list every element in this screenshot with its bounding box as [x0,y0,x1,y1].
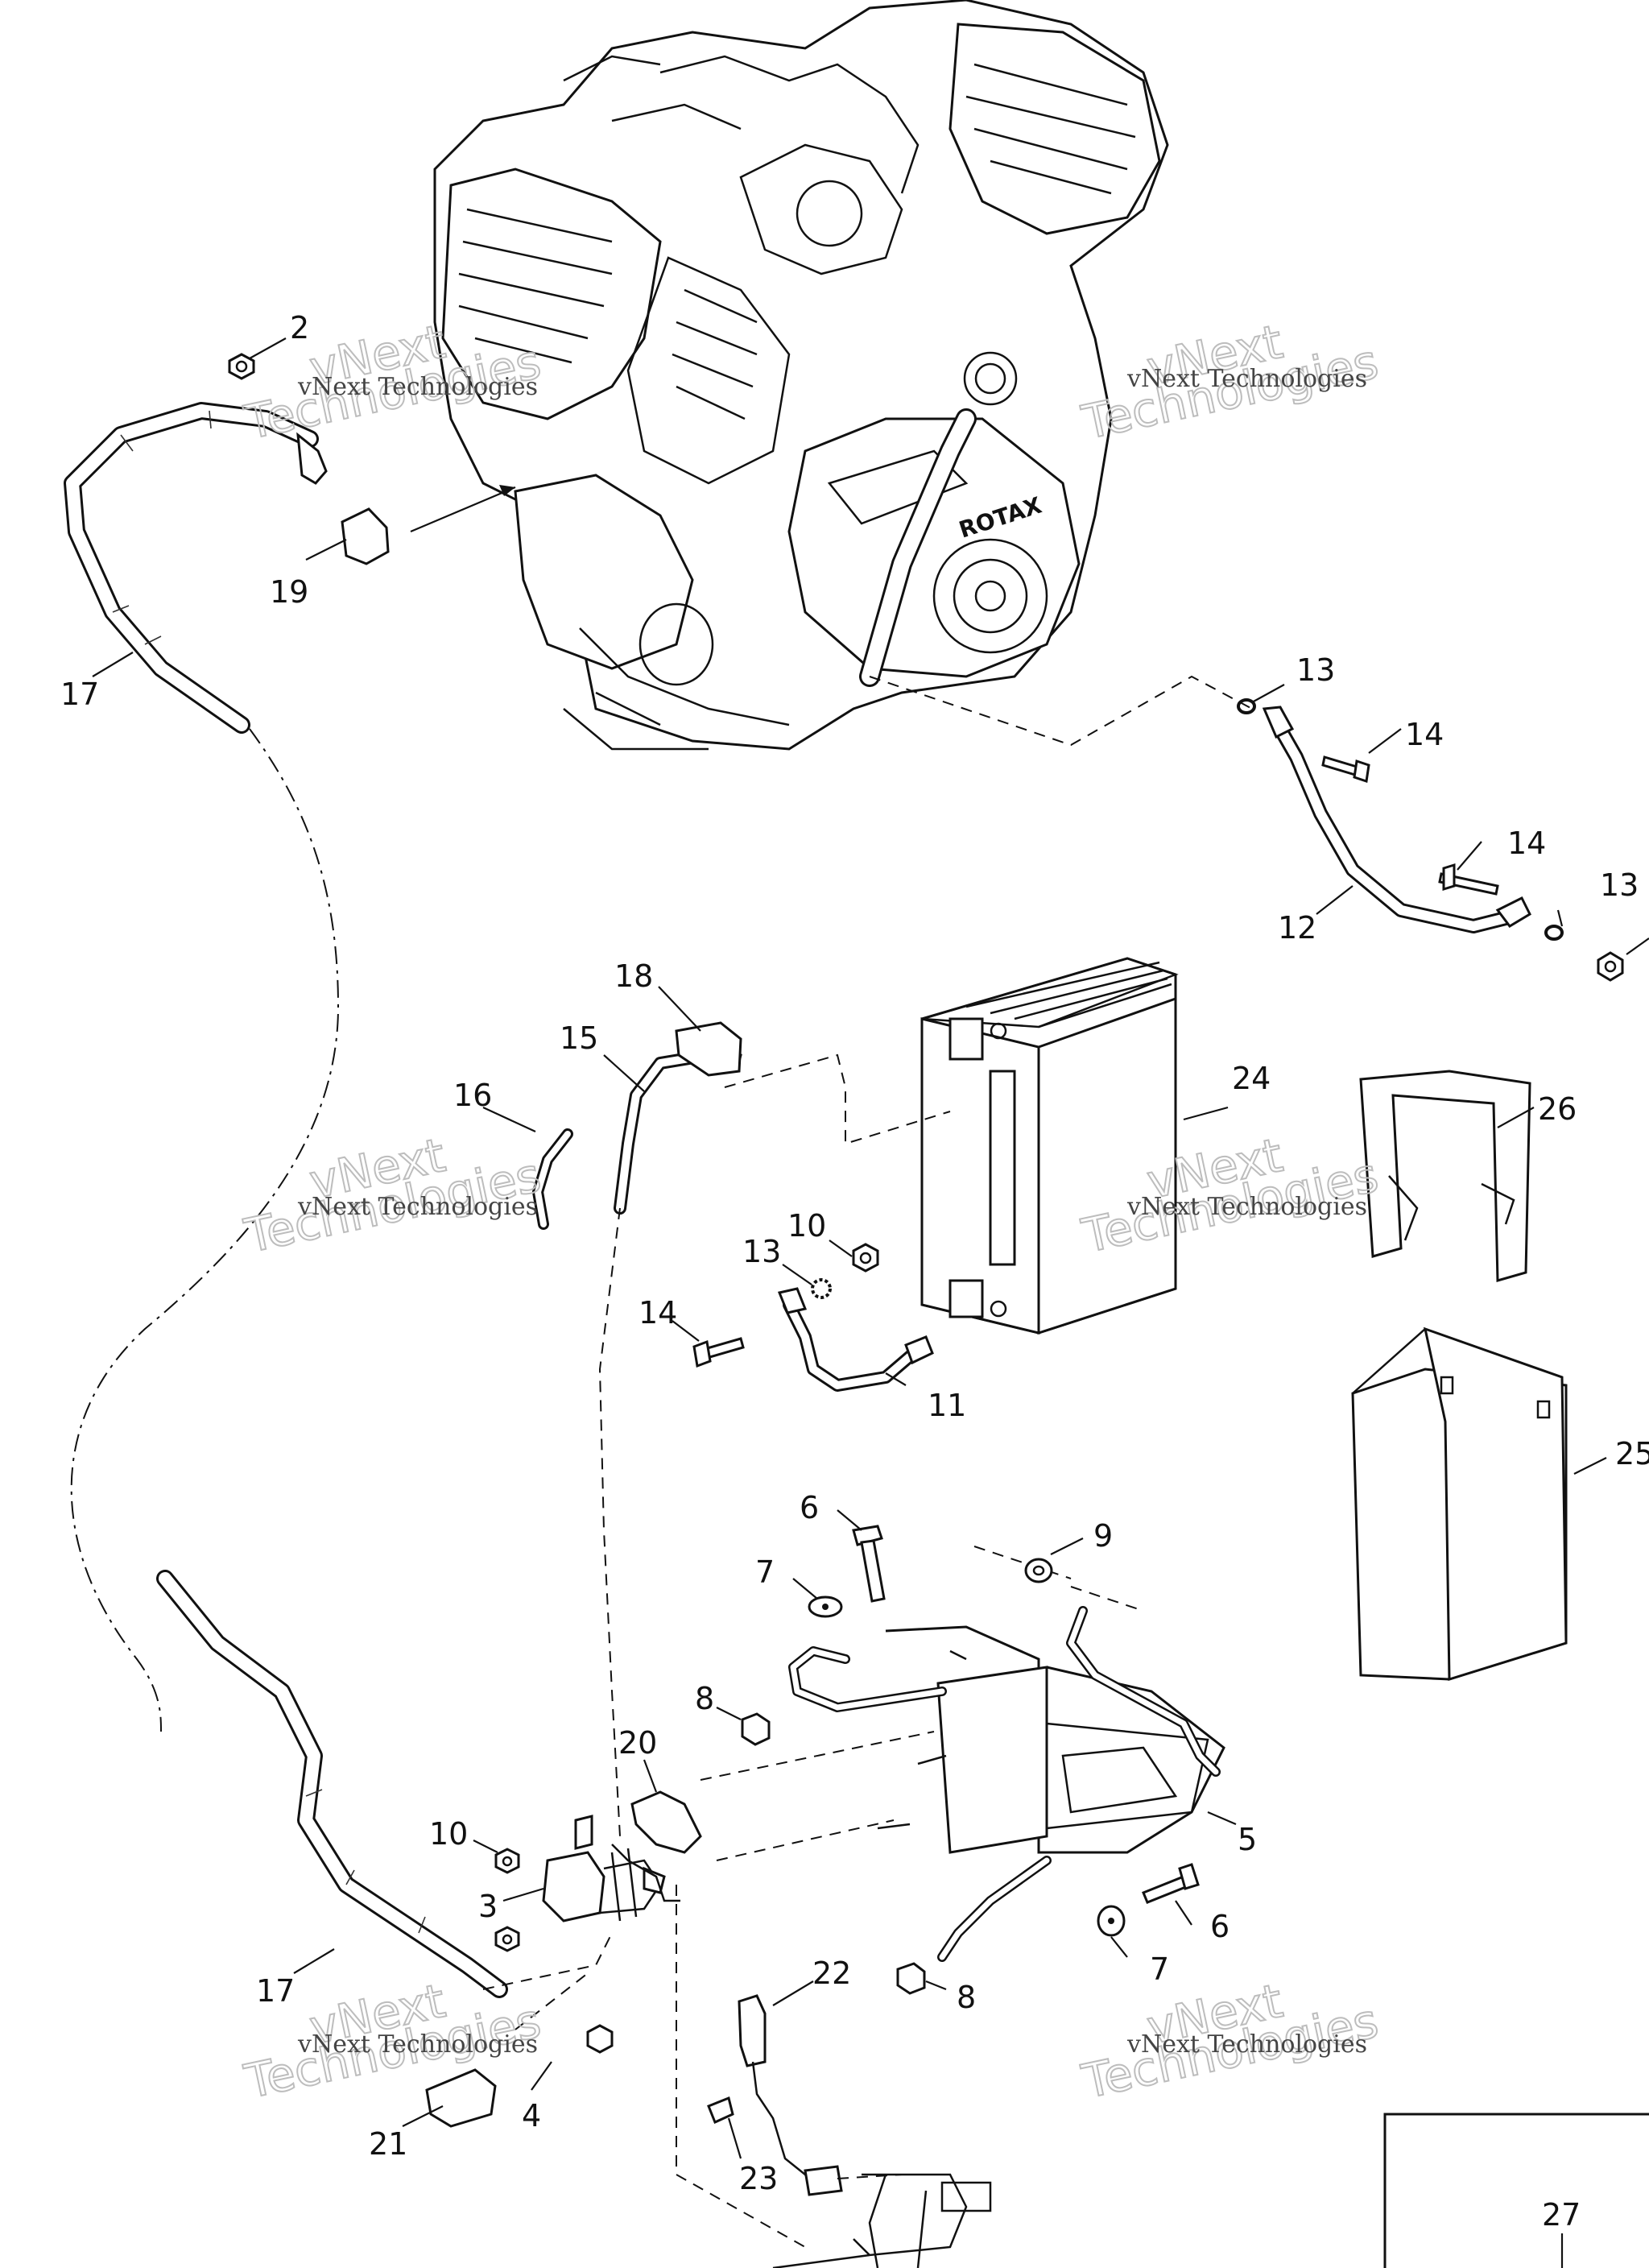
callout-9: 9 [1093,1518,1113,1554]
vent-tube-16 [532,1128,573,1230]
washer-7b [1097,1905,1126,1937]
callout-8-lower: 8 [957,1980,976,2015]
callout-14-mid: 14 [1507,826,1546,861]
callout-12: 12 [1278,910,1316,946]
svg-text:vNext Technologies: vNext Technologies [1126,2030,1367,2059]
callout-26: 26 [1538,1091,1577,1127]
watermark-top-right: vNext Technologies vNext Technologies [1077,313,1384,451]
watermark-middle-left: vNext Technologies vNext Technologies [239,1127,547,1264]
part-27-box [1383,2113,1649,2268]
callout-2: 2 [290,310,309,346]
terminal-cap-20 [630,1790,702,1854]
terminal-cover-18 [675,1021,742,1077]
nut-10a [852,1243,879,1273]
callout-13-mid: 13 [1600,867,1639,903]
bolt-6b [1142,1863,1200,1904]
svg-text:vNext Technologies: vNext Technologies [1126,365,1367,393]
lock-washer-13a [1237,698,1256,714]
battery-cable-15 [598,1045,742,1837]
callout-19: 19 [270,574,308,610]
callout-18: 18 [614,958,653,994]
callout-22: 22 [812,1956,851,1991]
callout-8-top: 8 [695,1681,714,1716]
callout-13-top: 13 [1296,652,1335,688]
callout-11: 11 [928,1388,966,1423]
svg-text:vNext Technologies: vNext Technologies [1126,1193,1367,1221]
callout-24: 24 [1232,1061,1271,1096]
washer-9 [1024,1558,1053,1583]
terminal-cap-19 [341,507,390,565]
callout-3: 3 [478,1889,498,1924]
callout-10-lower: 10 [429,1816,468,1852]
bolt-14c [692,1337,745,1368]
nut-8b [896,1962,926,1995]
lock-washer-13b [1544,925,1564,941]
callout-6-top: 6 [800,1490,819,1525]
callout-6-lower: 6 [1210,1909,1230,1944]
nut-10b [494,1848,520,1874]
battery-tray-5 [700,1546,1225,1962]
ground-cable-11 [777,1287,934,1392]
callout-20: 20 [618,1725,657,1761]
callout-4: 4 [522,2098,541,2133]
callout-14-lower: 14 [639,1295,677,1331]
watermark-bottom-right: vNext Technologies vNext Technologies [1077,1972,1384,2110]
bolt-14a [1321,755,1370,783]
sensor-22 [738,1994,815,2187]
nut-3-lower [494,1926,520,1952]
callout-7-top: 7 [755,1554,775,1590]
svg-text:vNext Technologies: vNext Technologies [297,1193,538,1221]
battery-cover-25 [1351,1326,1568,1682]
nut-ground [1597,951,1624,982]
callout-13-lower: 13 [742,1234,781,1269]
callout-14-top: 14 [1405,717,1444,752]
bolt-14b [1438,863,1499,896]
callout-10-mid: 10 [787,1208,826,1244]
callout-21: 21 [369,2126,407,2162]
engine-assembly: ROTAX [410,0,1169,751]
svg-text:vNext Technologies: vNext Technologies [297,2030,538,2059]
starter-solenoid-3 [542,1815,666,1922]
callout-7-lower: 7 [1150,1951,1169,1987]
callout-23: 23 [739,2161,778,2196]
lock-washer-13c [811,1278,832,1299]
callout-25: 25 [1615,1436,1649,1471]
callout-15: 15 [560,1020,598,1056]
callout-17-top: 17 [60,677,99,712]
callout-27: 27 [1542,2197,1581,2233]
callout-17-lower: 17 [256,1973,295,2009]
battery-24 [920,957,1179,1335]
washer-7a [808,1595,843,1618]
callout-leaders [92,337,1607,2159]
positive-cable-17 [64,402,508,1998]
nut-2 [228,353,255,380]
nut-4 [586,2024,614,2054]
nut-8a [741,1712,771,1746]
bolt-6a [852,1525,886,1603]
callout-numbers: 2 19 17 13 14 14 13 12 18 15 16 24 26 10… [60,310,1649,2233]
svg-text:vNext Technologies: vNext Technologies [297,373,538,401]
callout-5: 5 [1238,1822,1257,1857]
wire-23 [707,2096,843,2196]
hold-down-strap-26 [1359,1070,1531,1282]
terminal-cap-21 [425,2068,497,2128]
ground-cable-12 [869,675,1531,933]
callout-16: 16 [453,1078,492,1113]
